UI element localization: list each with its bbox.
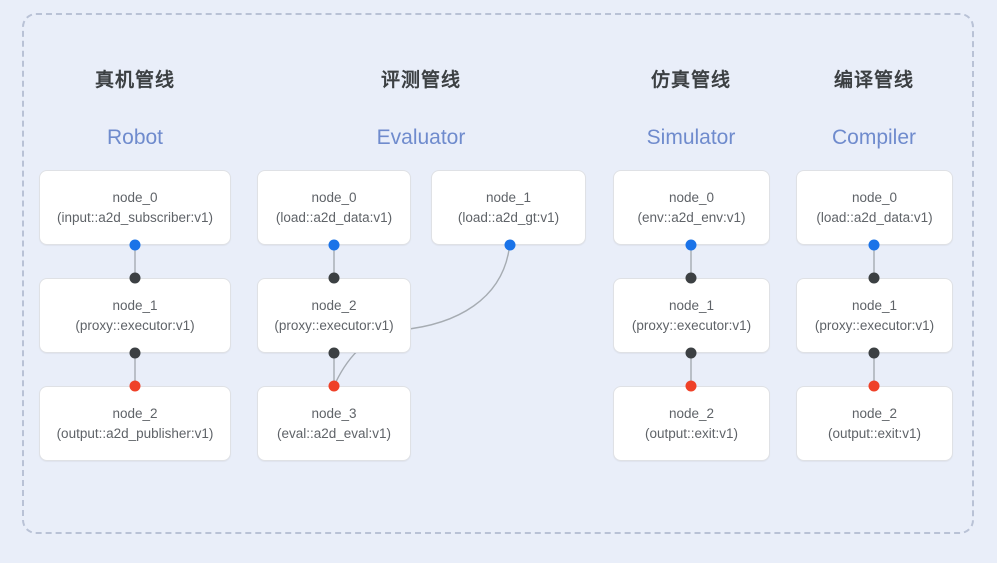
column-subtitle-robot: Robot	[106, 126, 164, 149]
node-spec: (load::a2d_data:v1)	[816, 209, 933, 225]
node-name: node_2	[668, 405, 715, 421]
node-robot-1[interactable]: node_1 (proxy::executor:v1)	[39, 278, 231, 353]
port-output-simulator-0[interactable]	[685, 239, 697, 251]
node-evaluator-0[interactable]: node_0 (load::a2d_data:v1)	[257, 170, 411, 245]
node-robot-0[interactable]: node_0 (input::a2d_subscriber:v1)	[39, 170, 231, 245]
node-name: node_0	[668, 189, 715, 205]
column-title-simulator: 仿真管线	[650, 70, 732, 91]
port-input-simulator-2[interactable]	[685, 380, 697, 392]
node-name: node_1	[668, 297, 715, 313]
port-output-compiler-0[interactable]	[868, 239, 880, 251]
node-evaluator-1[interactable]: node_1 (load::a2d_gt:v1)	[431, 170, 586, 245]
port-output-simulator-1[interactable]	[685, 347, 697, 359]
port-output-evaluator-0[interactable]	[328, 239, 340, 251]
node-evaluator-2[interactable]: node_2 (proxy::executor:v1)	[257, 278, 411, 353]
node-spec: (output::exit:v1)	[644, 425, 739, 441]
node-spec: (proxy::executor:v1)	[814, 317, 935, 333]
node-name: node_3	[311, 405, 357, 421]
node-spec: (load::a2d_data:v1)	[275, 209, 393, 225]
column-subtitle-simulator: Simulator	[646, 126, 736, 149]
node-compiler-1[interactable]: node_1 (proxy::executor:v1)	[796, 278, 953, 353]
node-name: node_2	[311, 297, 357, 313]
node-spec: (proxy::executor:v1)	[274, 317, 394, 333]
node-name: node_2	[851, 405, 898, 421]
port-output-robot-1[interactable]	[129, 347, 141, 359]
node-evaluator-3[interactable]: node_3 (eval::a2d_eval:v1)	[257, 386, 411, 461]
node-compiler-2[interactable]: node_2 (output::exit:v1)	[796, 386, 953, 461]
port-input-evaluator-2[interactable]	[328, 272, 340, 284]
port-output-evaluator-1[interactable]	[504, 239, 516, 251]
port-input-simulator-1[interactable]	[685, 272, 697, 284]
node-spec: (output::a2d_publisher:v1)	[56, 425, 214, 441]
node-spec: (proxy::executor:v1)	[75, 317, 195, 333]
node-name: node_2	[112, 405, 158, 421]
port-input-robot-1[interactable]	[129, 272, 141, 284]
node-name: node_1	[485, 189, 532, 205]
column-title-robot: 真机管线	[94, 70, 176, 91]
node-simulator-1[interactable]: node_1 (proxy::executor:v1)	[613, 278, 770, 353]
port-input-evaluator-3[interactable]	[328, 380, 340, 392]
node-spec: (env::a2d_env:v1)	[637, 209, 746, 225]
node-spec: (load::a2d_gt:v1)	[457, 209, 560, 225]
port-input-compiler-1[interactable]	[868, 272, 880, 284]
node-compiler-0[interactable]: node_0 (load::a2d_data:v1)	[796, 170, 953, 245]
node-simulator-2[interactable]: node_2 (output::exit:v1)	[613, 386, 770, 461]
port-output-compiler-1[interactable]	[868, 347, 880, 359]
node-spec: (input::a2d_subscriber:v1)	[56, 209, 214, 225]
node-name: node_0	[311, 189, 357, 205]
node-spec: (eval::a2d_eval:v1)	[276, 425, 392, 441]
port-input-robot-2[interactable]	[129, 380, 141, 392]
node-robot-2[interactable]: node_2 (output::a2d_publisher:v1)	[39, 386, 231, 461]
node-spec: (proxy::executor:v1)	[631, 317, 752, 333]
port-input-compiler-2[interactable]	[868, 380, 880, 392]
column-title-evaluator: 评测管线	[380, 70, 462, 91]
port-output-evaluator-2[interactable]	[328, 347, 340, 359]
column-subtitle-evaluator: Evaluator	[376, 126, 466, 149]
node-simulator-0[interactable]: node_0 (env::a2d_env:v1)	[613, 170, 770, 245]
column-subtitle-compiler: Compiler	[831, 126, 917, 149]
column-title-compiler: 编译管线	[833, 70, 915, 91]
node-name: node_0	[851, 189, 898, 205]
node-name: node_0	[112, 189, 158, 205]
node-name: node_1	[851, 297, 898, 313]
node-name: node_1	[112, 297, 158, 313]
port-output-robot-0[interactable]	[129, 239, 141, 251]
node-spec: (output::exit:v1)	[827, 425, 922, 441]
